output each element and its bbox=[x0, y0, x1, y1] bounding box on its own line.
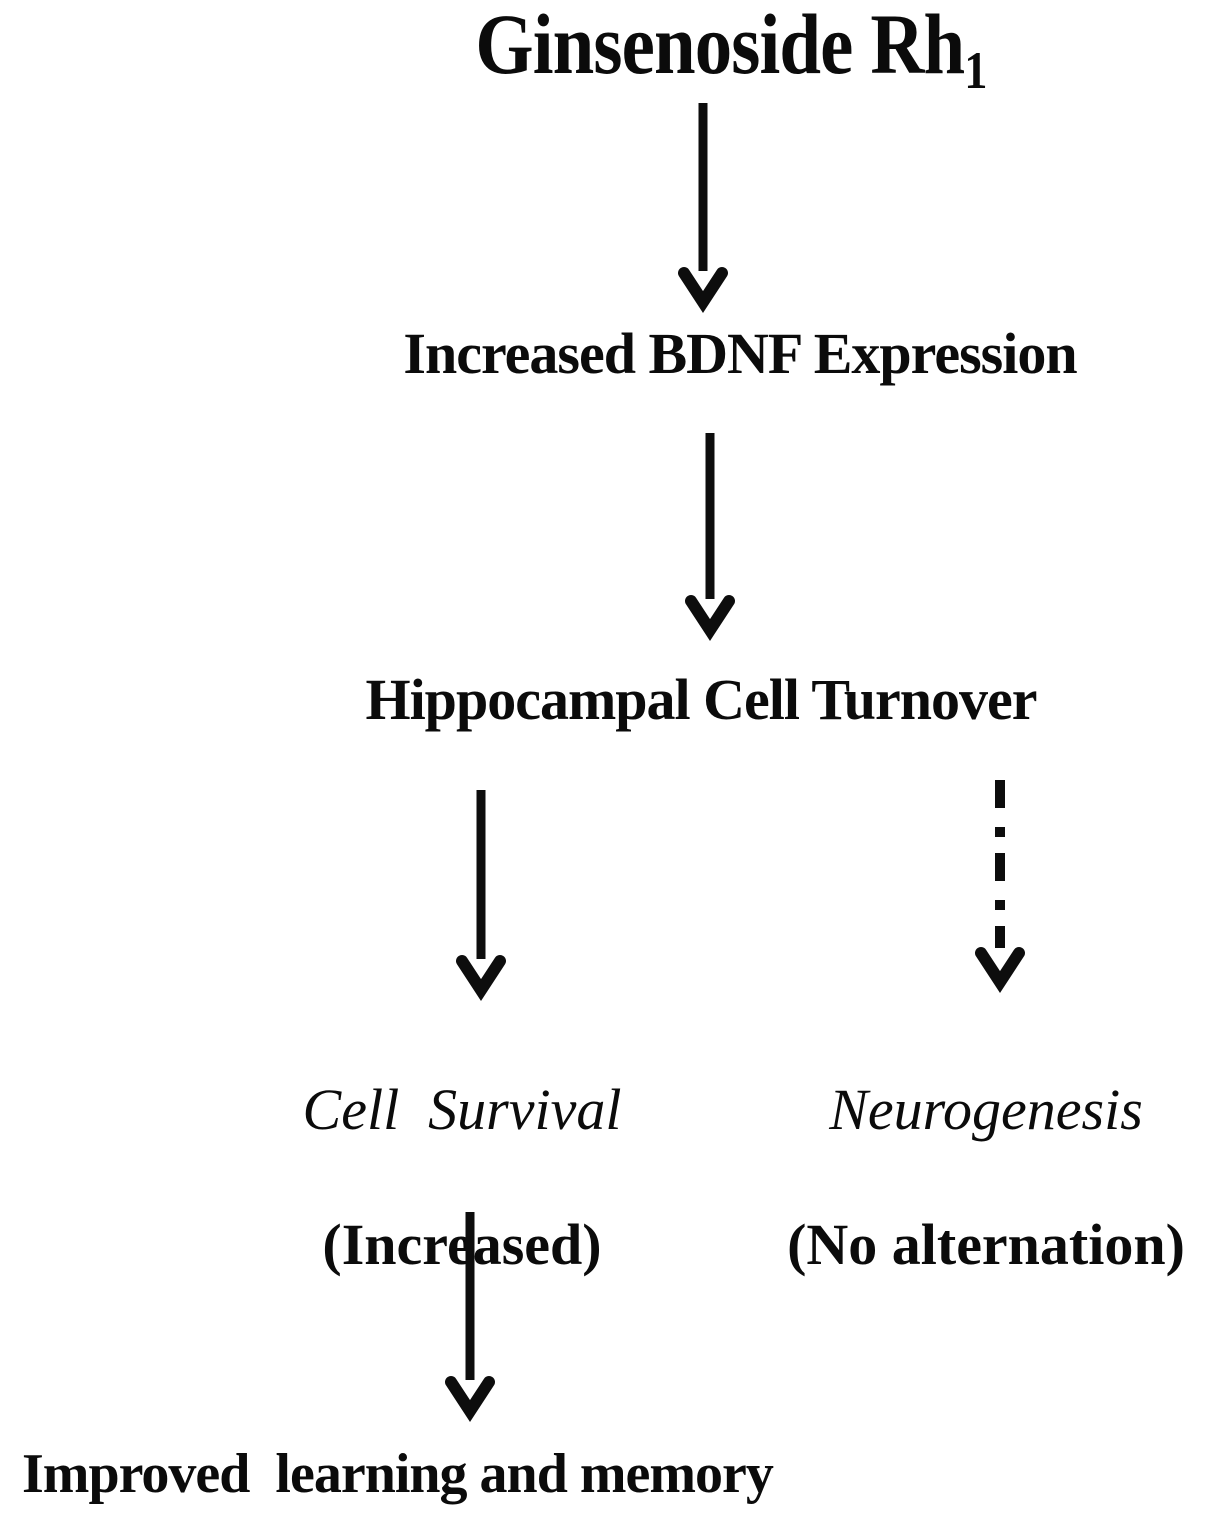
node-ginsenoside-rh1: Ginsenoside Rh1 bbox=[475, 0, 987, 97]
node-cell-survival: Cell Survival (Increased) bbox=[303, 1018, 622, 1336]
node-hippocampal-cell-turnover: Hippocampal Cell Turnover bbox=[365, 667, 1037, 732]
arrow-bdnf-to-turnover-icon bbox=[685, 433, 735, 641]
node-cell-survival-note: (Increased) bbox=[322, 1212, 602, 1277]
node-improved-learning-and-memory: Improved learning and memory bbox=[22, 1443, 774, 1505]
node-ginsenoside-rh1-label: Ginsenoside Rh bbox=[475, 0, 965, 92]
node-neurogenesis: Neurogenesis (No alternation) bbox=[787, 1018, 1185, 1336]
arrow-cell-survival-to-outcome-icon bbox=[445, 1212, 495, 1422]
node-ginsenoside-rh1-subscript: 1 bbox=[964, 39, 987, 100]
node-neurogenesis-note: (No alternation) bbox=[787, 1212, 1185, 1277]
arrow-turnover-to-neurogenesis-icon bbox=[975, 780, 1025, 993]
node-cell-survival-label: Cell Survival bbox=[302, 1077, 622, 1142]
arrow-ginsenoside-to-bdnf-icon bbox=[678, 103, 728, 313]
arrow-turnover-to-cell-survival-icon bbox=[456, 790, 506, 1001]
node-neurogenesis-label: Neurogenesis bbox=[829, 1077, 1143, 1142]
node-increased-bdnf-expression: Increased BDNF Expression bbox=[403, 321, 1077, 386]
